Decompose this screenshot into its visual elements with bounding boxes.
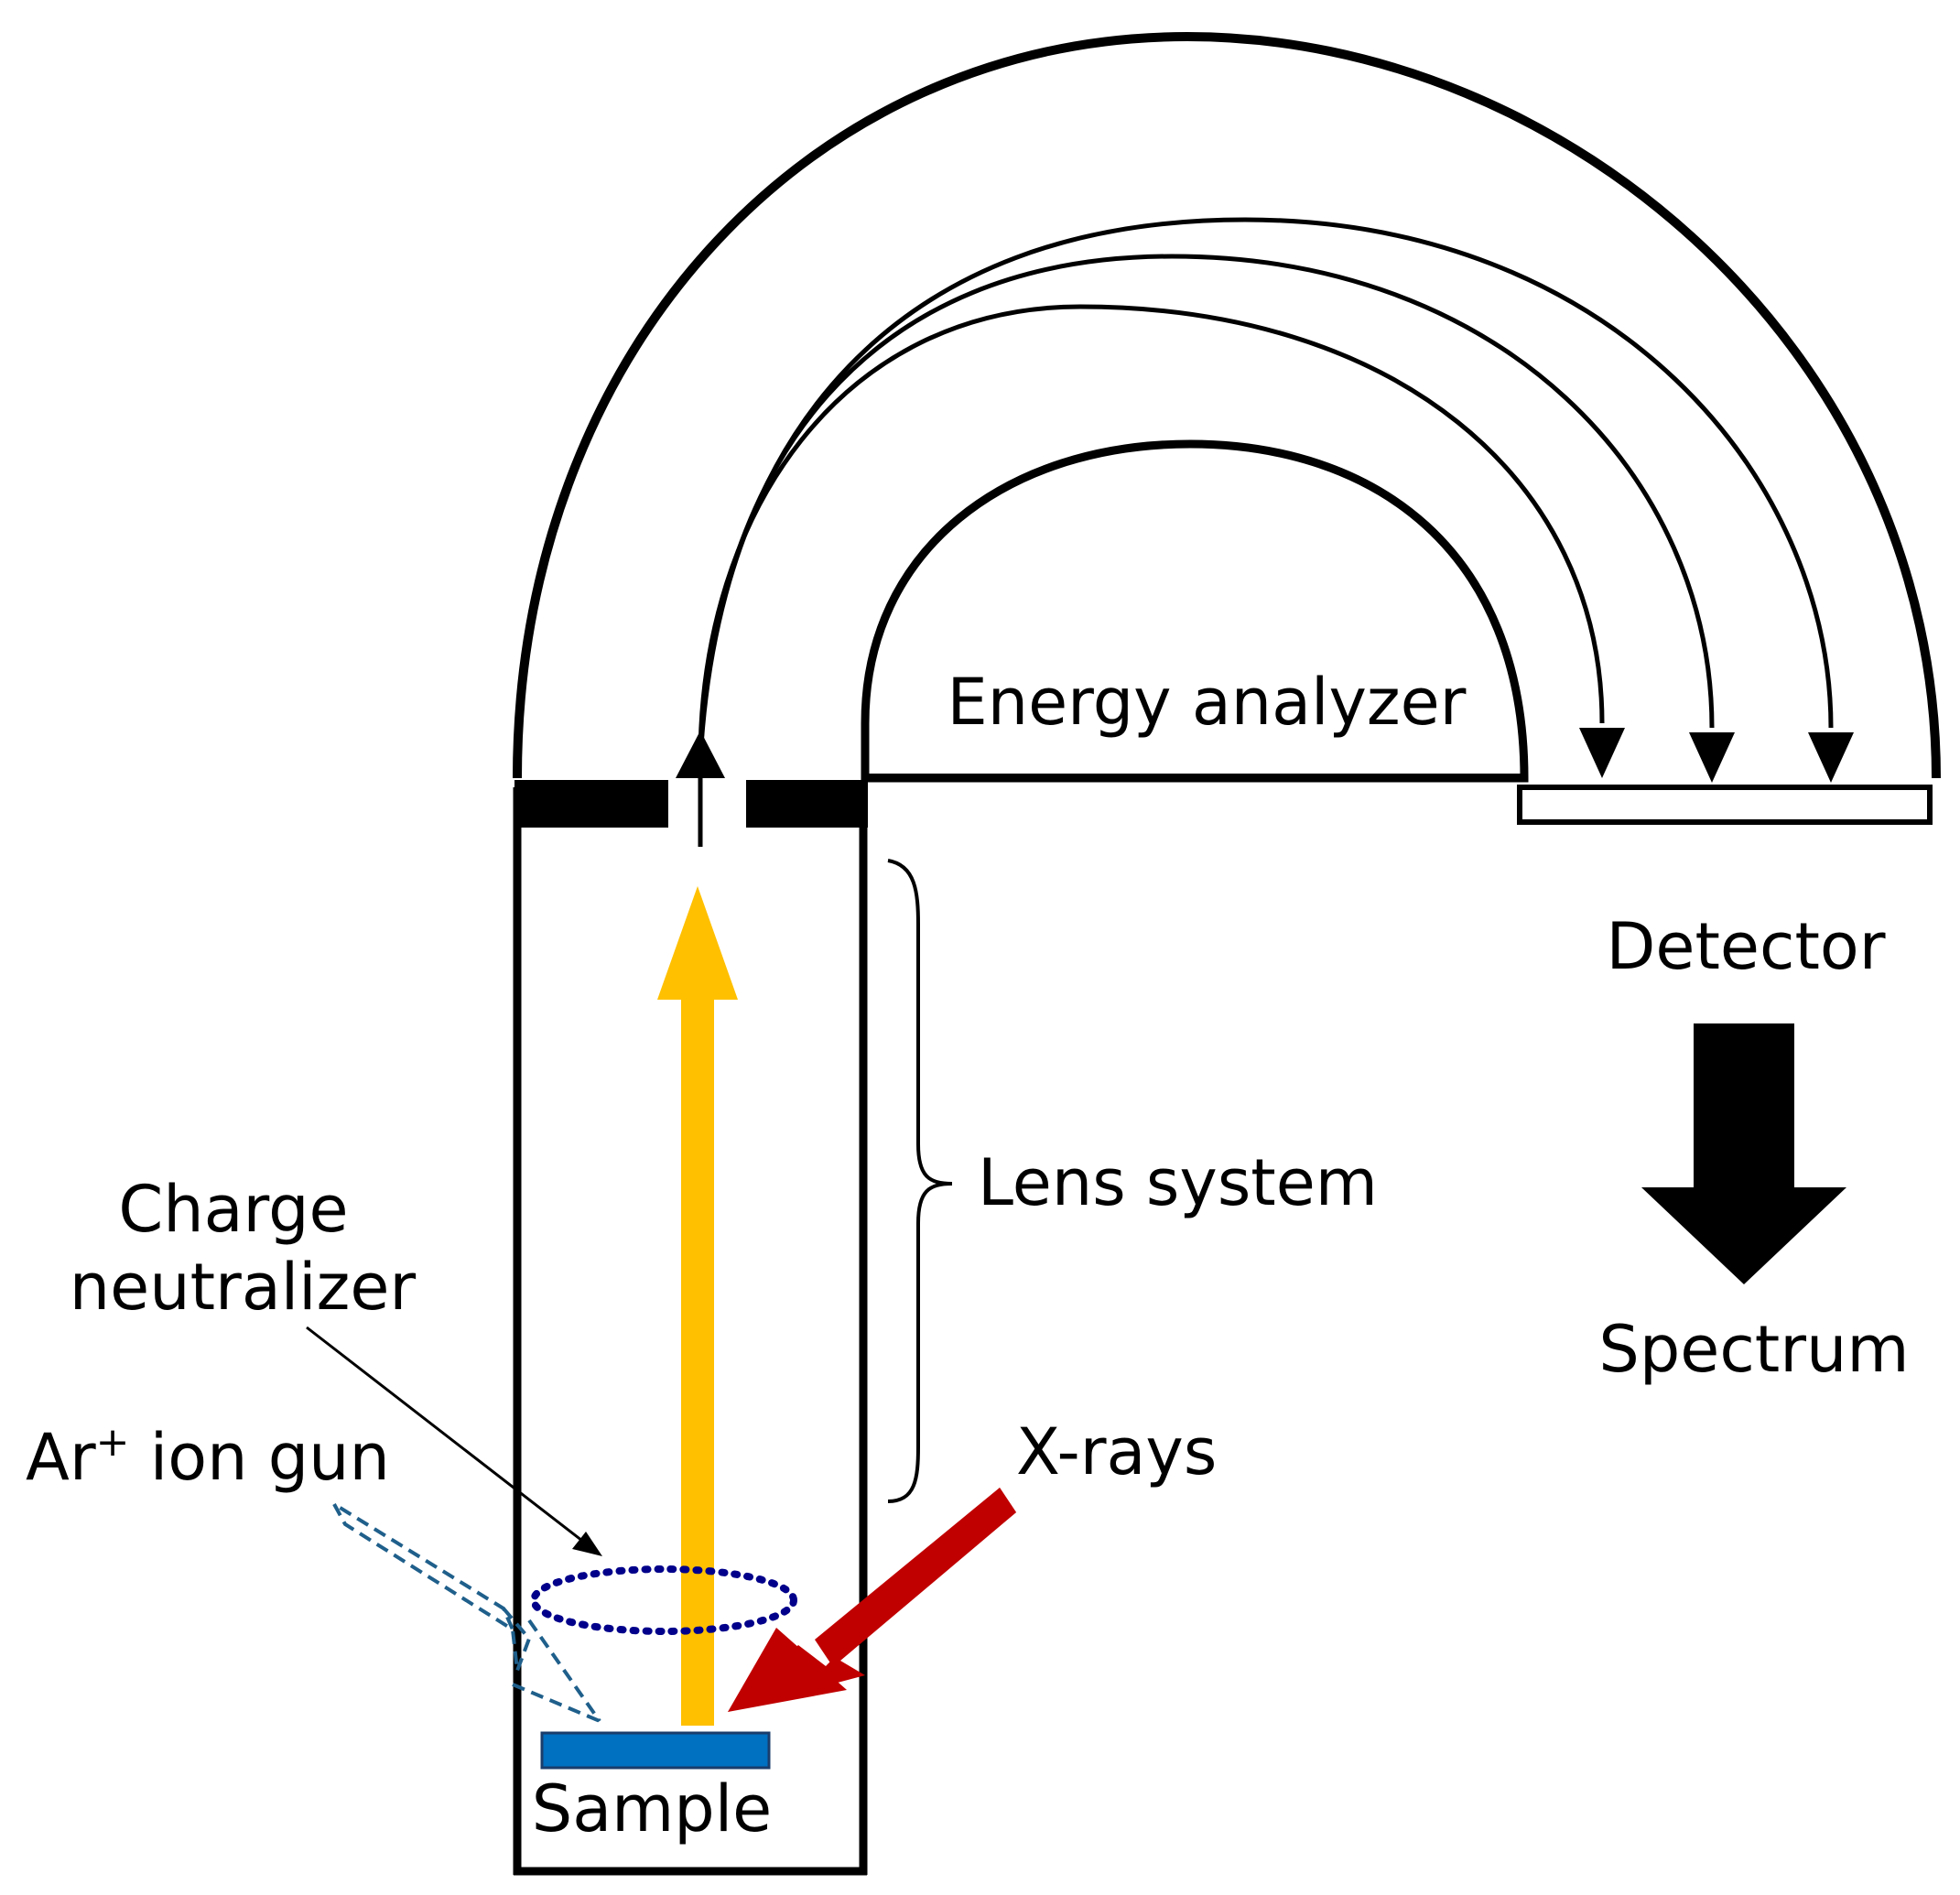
inner-hemisphere: [861, 439, 1529, 783]
detector: [1517, 785, 1933, 825]
entrance-slit: [514, 731, 868, 847]
lens-column: [513, 787, 868, 1876]
ion-gun-beam-top: [527, 1619, 601, 1723]
charge-neutralizer-ring: [530, 1565, 797, 1635]
sample-label: Sample: [532, 1771, 772, 1846]
charge-neutralizer-label-line2: neutralizer: [70, 1250, 417, 1325]
spectrum-arrow: [1641, 1023, 1846, 1284]
ion-gun-beam-bottom: [512, 1683, 601, 1723]
spectrum-label: Spectrum: [1598, 1312, 1909, 1387]
ion-gun-label-suffix: ion gun: [130, 1420, 390, 1495]
trajectory-outer: [698, 217, 1834, 761]
trajectory-arrowhead-3: [1808, 732, 1854, 783]
outer-hemisphere: [513, 31, 1941, 779]
slit-arrowhead: [676, 731, 725, 778]
slit-plate-right: [746, 780, 868, 828]
sample: [540, 1731, 771, 1770]
charge-neutralizer-pointer-head: [572, 1532, 602, 1556]
lens-system-label: Lens system: [978, 1145, 1378, 1220]
energy-analyzer-label: Energy analyzer: [948, 665, 1467, 740]
charge-neutralizer-label-line1: Charge: [118, 1172, 348, 1247]
electron-trajectories: [698, 217, 1854, 783]
trajectory-arrowhead-1: [1579, 728, 1625, 778]
x-rays-label: X-rays: [1016, 1414, 1217, 1489]
photoelectron-beam-head: [657, 886, 738, 1000]
ion-gun-label-prefix: Ar: [26, 1420, 96, 1495]
slit-plate-left: [514, 780, 668, 828]
detector-label: Detector: [1606, 909, 1885, 984]
ion-gun-label-superscript: +: [96, 1419, 130, 1466]
trajectory-arrowhead-2: [1689, 732, 1735, 783]
energy-analyzer: [513, 31, 1941, 783]
ion-gun-label: Ar+ ion gun: [26, 1419, 390, 1495]
ion-gun-body: [329, 1499, 517, 1635]
photoelectron-beam: [657, 886, 738, 1726]
ion-gun: [329, 1499, 601, 1723]
x-ray-arrow: [728, 1488, 1016, 1712]
photoelectron-beam-shaft: [681, 998, 714, 1726]
lens-system-brace: [887, 859, 953, 1503]
charge-neutralizer-pointer: [306, 1326, 591, 1549]
